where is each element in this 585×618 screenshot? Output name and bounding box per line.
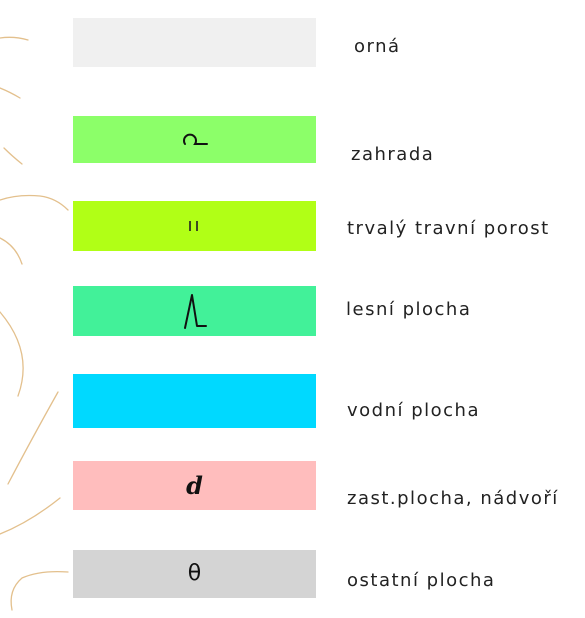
legend-swatch-water bbox=[73, 374, 316, 428]
forest-peak-icon bbox=[183, 294, 207, 329]
legend-label-other: ostatní plocha bbox=[347, 570, 496, 591]
legend-label-arable-land: orná bbox=[354, 36, 401, 57]
legend-swatch-arable-land bbox=[73, 18, 316, 67]
loop-icon bbox=[182, 133, 208, 145]
legend-label-water: vodní plocha bbox=[347, 400, 480, 421]
theta-icon: θ bbox=[187, 561, 202, 586]
legend-swatch-garden bbox=[73, 116, 316, 163]
legend-label-garden: zahrada bbox=[351, 144, 435, 165]
legend-swatch-other: θ bbox=[73, 550, 316, 598]
grass-marks-icon: ıı bbox=[187, 215, 202, 236]
legend-swatch-built-up: d bbox=[73, 461, 316, 510]
legend-swatch-grassland: ıı bbox=[73, 201, 316, 251]
legend-label-forest: lesní plocha bbox=[346, 299, 472, 320]
legend-label-built-up: zast.plocha, nádvoří bbox=[347, 488, 559, 509]
built-area-d-icon: d bbox=[186, 470, 203, 500]
legend-label-grassland: trvalý travní porost bbox=[347, 218, 550, 239]
legend-swatch-forest bbox=[73, 286, 316, 336]
